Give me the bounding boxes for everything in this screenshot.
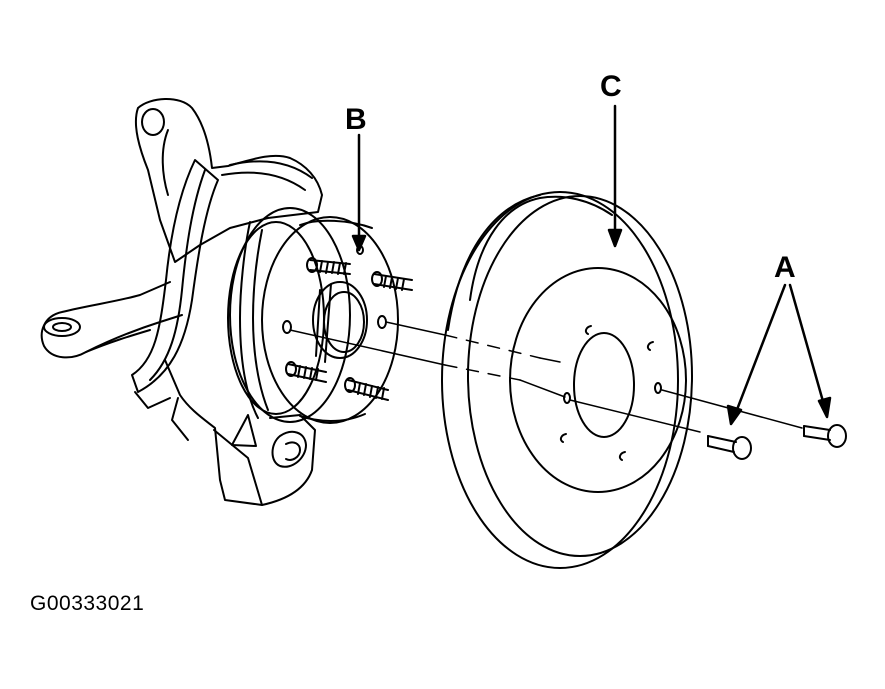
callout-label-b: B xyxy=(345,103,367,136)
callout-label-a: A xyxy=(774,251,796,284)
retaining-screws xyxy=(707,424,847,460)
brake-rotor xyxy=(441,191,693,569)
hub-assembly xyxy=(227,207,399,424)
callout-label-c: C xyxy=(600,70,622,103)
dust-shield xyxy=(131,159,313,409)
steering-knuckle xyxy=(40,98,323,506)
callout-arrows xyxy=(351,104,832,426)
alignment-lines xyxy=(289,321,803,433)
wheel-studs xyxy=(285,257,413,401)
figure-id: G00333021 xyxy=(30,592,145,615)
